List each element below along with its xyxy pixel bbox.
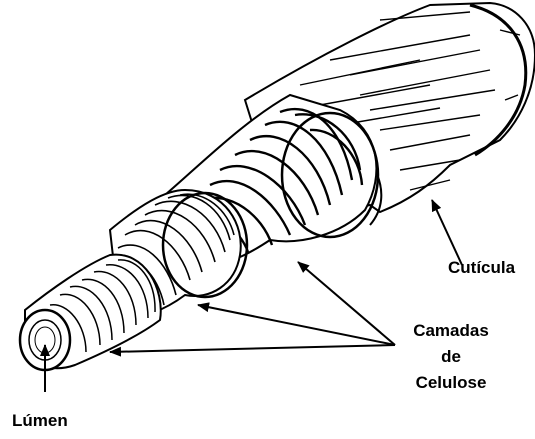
label-camadas-line2: de [396, 346, 506, 368]
arrow-camadas-middle [198, 305, 395, 345]
label-cuticula: Cutícula [448, 257, 515, 279]
arrow-cuticula [432, 200, 462, 265]
label-lumen: Lúmen [12, 410, 68, 432]
arrow-camadas-outer [298, 262, 395, 345]
cellulose-layer-inner [20, 255, 161, 370]
label-camadas-line3: Celulose [396, 372, 506, 394]
label-camadas-line1: Camadas [396, 320, 506, 342]
arrow-camadas-inner [110, 345, 395, 352]
